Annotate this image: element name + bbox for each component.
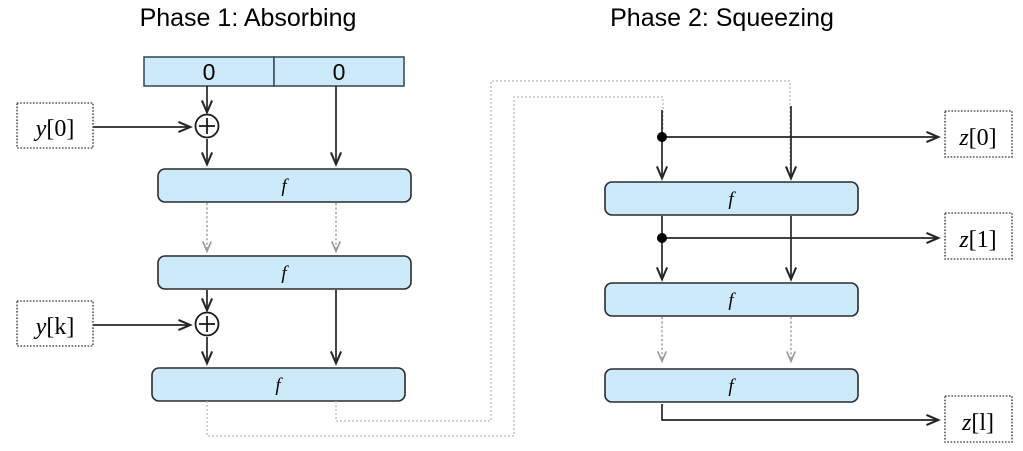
- permutation-block-5: f: [604, 282, 859, 317]
- permutation-block-2-rect: [157, 255, 412, 290]
- permutation-block-1-label: f: [281, 176, 289, 197]
- capacity-lane-init-label: 0: [333, 59, 346, 85]
- feedback-path-capacity: [335, 80, 791, 422]
- output-zl-varname: z: [961, 410, 972, 436]
- permutation-block-6-label: f: [728, 376, 736, 397]
- permutation-block-4-rect: [604, 181, 859, 216]
- output-z1[interactable]: z[1]: [944, 212, 1013, 260]
- feedback-path-rate: [206, 96, 664, 437]
- permutation-block-2-label: f: [281, 263, 289, 284]
- input-yk-index: [k]: [46, 314, 74, 340]
- capacity-lane-init-cell: [273, 56, 405, 87]
- output-z0-box[interactable]: [944, 110, 1013, 158]
- output-z1-label: z[1]: [958, 227, 996, 253]
- output-z1-box[interactable]: [944, 212, 1013, 260]
- permutation-block-4: f: [604, 181, 859, 216]
- phase2-title: Phase 2: Squeezing: [610, 4, 834, 32]
- permutation-block-6-rect: [604, 368, 859, 403]
- input-y0-index: [0]: [46, 116, 74, 142]
- output-z0-label: z[0]: [958, 125, 996, 151]
- output-z1-index: [1]: [969, 227, 997, 253]
- output-z0-varname: z: [958, 125, 969, 151]
- output-zl-label: z[l]: [961, 410, 994, 436]
- permutation-block-5-label: f: [728, 290, 736, 311]
- input-yk[interactable]: y[k]: [16, 300, 94, 347]
- output-tap-z0: [657, 132, 667, 142]
- initial-state-bar: 0 0: [143, 56, 405, 87]
- input-y0-varname: y: [34, 116, 47, 142]
- permutation-block-5-rect: [604, 282, 859, 317]
- permutation-block-1: f: [157, 168, 412, 203]
- output-zl-index: [l]: [971, 410, 994, 436]
- output-zl-box[interactable]: [944, 395, 1013, 443]
- permutation-block-6: f: [604, 368, 859, 403]
- output-z0[interactable]: z[0]: [944, 110, 1013, 158]
- permutation-block-3-label: f: [275, 375, 283, 396]
- rate-lane-init-label: 0: [203, 59, 216, 85]
- permutation-block-1-rect: [157, 168, 412, 203]
- wire-f6-to-zl: [661, 404, 938, 420]
- permutation-block-2: f: [157, 255, 412, 290]
- output-z0-index: [0]: [969, 125, 997, 151]
- rate-lane-init-cell: [143, 56, 275, 87]
- output-z1-varname: z: [958, 227, 969, 253]
- input-yk-label: y[k]: [34, 314, 75, 340]
- input-y0[interactable]: y[0]: [16, 102, 94, 149]
- output-tap-z1: [657, 233, 667, 243]
- phase1-title: Phase 1: Absorbing: [140, 4, 357, 32]
- permutation-block-4-label: f: [728, 189, 736, 210]
- permutation-block-3: f: [151, 367, 406, 402]
- permutation-block-3-rect: [151, 367, 406, 402]
- xor-gate-y0: [194, 113, 220, 139]
- output-zl[interactable]: z[l]: [944, 395, 1013, 443]
- xor-gate-yk: [194, 311, 220, 337]
- input-yk-varname: y: [34, 314, 47, 340]
- input-y0-label: y[0]: [34, 116, 75, 142]
